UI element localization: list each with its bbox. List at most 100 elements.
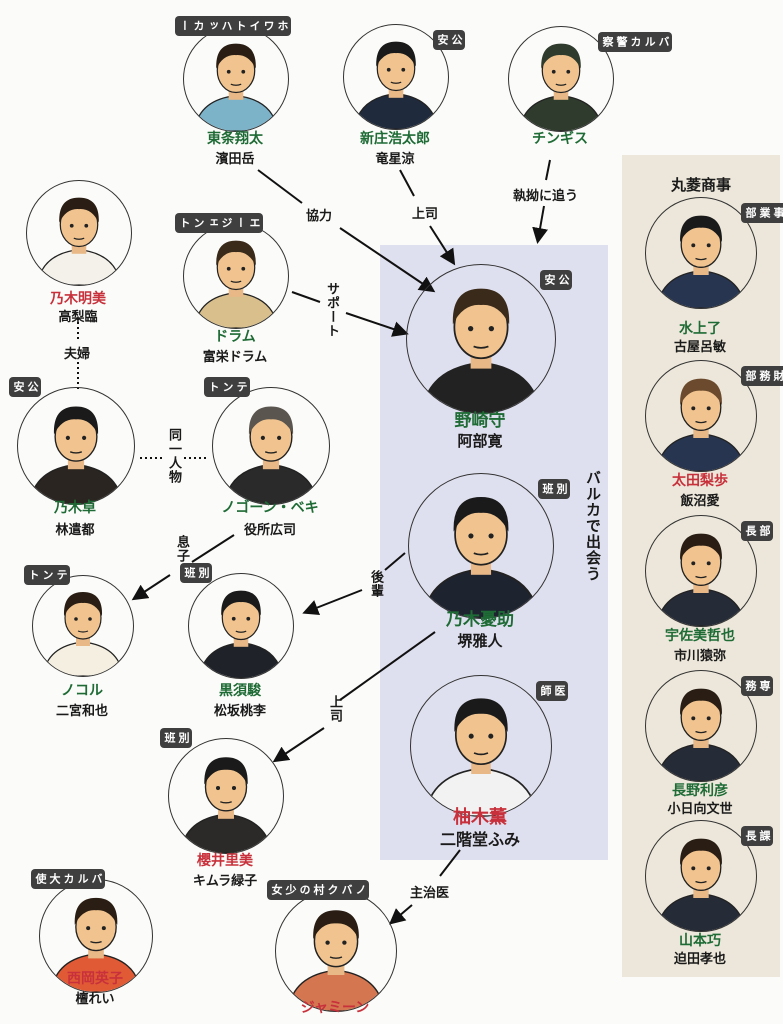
person-icon	[50, 897, 142, 992]
edge-cooperate	[257, 169, 303, 204]
portrait-avatar	[188, 573, 294, 679]
actor-name: 高梨臨	[58, 310, 98, 325]
edge-junior-top	[384, 552, 406, 571]
relation-label-same-person: 同一人物	[166, 428, 181, 484]
actor-name: 迫田孝也	[673, 952, 726, 967]
relation-label-met-in-balka: バルカで出会う	[584, 470, 602, 582]
person-icon	[656, 533, 746, 626]
portrait-avatar	[645, 670, 757, 782]
actor-name: 富栄ドラム	[202, 350, 268, 365]
actor-name: 古屋呂敏	[673, 340, 726, 355]
role-tag: 部長	[741, 521, 773, 541]
portrait-avatar	[183, 26, 289, 132]
portrait-avatar	[645, 515, 757, 627]
portrait-avatar	[645, 197, 757, 309]
person-icon	[656, 688, 746, 781]
edge-boss1	[399, 169, 415, 197]
character-name: 野崎守	[454, 411, 506, 431]
character-name: 山本巧	[679, 933, 721, 949]
person-icon	[656, 838, 746, 931]
role-tag: ホワイトハッカー	[175, 16, 291, 36]
role-tag: テント	[204, 377, 250, 397]
relation-label-doctor: 主治医	[410, 886, 450, 901]
character-name: 西岡英子	[67, 971, 123, 987]
role-tag: 公安	[433, 30, 465, 50]
character-name: 水上了	[679, 321, 721, 337]
portrait-avatar	[17, 387, 135, 505]
portrait-avatar	[26, 180, 132, 286]
portrait-avatar	[645, 360, 757, 472]
edge-boss1-arrow	[429, 225, 456, 266]
role-tag: バルカ警察	[598, 32, 672, 52]
person-icon	[518, 43, 604, 131]
character-name: ノゴーン・ベキ	[221, 500, 319, 516]
portrait-avatar	[508, 26, 614, 132]
portrait-avatar	[406, 264, 556, 414]
actor-name: 林遣都	[55, 523, 95, 538]
person-icon	[420, 288, 542, 413]
portrait-avatar	[408, 473, 554, 619]
person-icon	[179, 757, 273, 853]
relation-label-son: 息子	[174, 535, 189, 563]
character-name: 長野利彦	[672, 783, 728, 799]
relation-label-junior: 後輩	[368, 570, 383, 598]
character-name: ドラム	[214, 329, 256, 345]
actor-name: 飯沼愛	[680, 494, 720, 509]
person-icon	[424, 698, 538, 816]
portrait-avatar	[275, 890, 397, 1012]
character-name: 櫻井里美	[197, 853, 253, 869]
person-icon	[42, 592, 124, 676]
portrait-avatar	[32, 575, 134, 677]
role-tag: 課長	[741, 826, 773, 846]
portrait-avatar	[645, 820, 757, 932]
role-tag: テント	[24, 565, 70, 585]
character-name: 黒須駿	[219, 683, 261, 699]
actor-name: 市川猿弥	[673, 649, 726, 664]
edge-boss2-arrow	[272, 727, 325, 763]
person-icon	[656, 378, 746, 471]
portrait-avatar	[343, 24, 449, 130]
actor-name: 檀れい	[75, 992, 115, 1007]
role-tag: 別班	[160, 728, 192, 748]
edge-junior-arrow	[302, 589, 363, 616]
portrait-avatar	[212, 387, 330, 505]
actor-name: 二宮和也	[55, 704, 108, 719]
actor-name: 堺雅人	[457, 632, 503, 650]
person-icon	[28, 406, 124, 504]
edge-cooperate-arrow	[339, 227, 436, 293]
character-name: 新庄浩太郎	[360, 131, 430, 147]
character-name: 柚木薫	[453, 807, 507, 828]
character-name: チンギス	[532, 131, 588, 147]
edge-doctor-top	[439, 849, 461, 877]
character-name: ノコル	[61, 683, 103, 699]
actor-name: 松坂桃李	[213, 704, 266, 719]
edge-pursue-arrow	[532, 205, 548, 244]
role-tag: 医師	[536, 681, 568, 701]
person-icon	[287, 910, 385, 1011]
actor-name: 阿部寛	[457, 432, 503, 450]
person-icon	[353, 41, 439, 129]
person-icon	[422, 497, 540, 618]
role-tag: 事業部	[741, 203, 783, 223]
relation-label-support: サポート	[324, 282, 339, 338]
role-tag: バルカ大使	[31, 869, 105, 889]
character-name: 乃木明美	[50, 291, 106, 307]
portrait-avatar	[183, 223, 289, 329]
role-tag: 公安	[540, 270, 572, 290]
role-tag: 別班	[180, 563, 212, 583]
role-tag: 財務部	[741, 366, 783, 386]
character-name: 乃木卓	[54, 500, 96, 516]
edge-doctor-arrow	[388, 904, 413, 925]
person-icon	[198, 590, 284, 678]
person-icon	[36, 197, 122, 285]
actor-name: キムラ緑子	[192, 874, 258, 889]
relation-label-couple: 夫婦	[64, 347, 91, 362]
role-tag: 別班	[538, 479, 570, 499]
role-tag: ノバク村の少女	[267, 880, 369, 900]
actor-name: 小日向文世	[667, 802, 733, 817]
role-tag: 公安	[9, 377, 41, 397]
relation-label-pursue: 執拗に追う	[513, 189, 579, 204]
actor-name: 濱田岳	[215, 152, 255, 167]
role-tag: 専務	[741, 676, 773, 696]
portrait-avatar	[410, 675, 552, 817]
